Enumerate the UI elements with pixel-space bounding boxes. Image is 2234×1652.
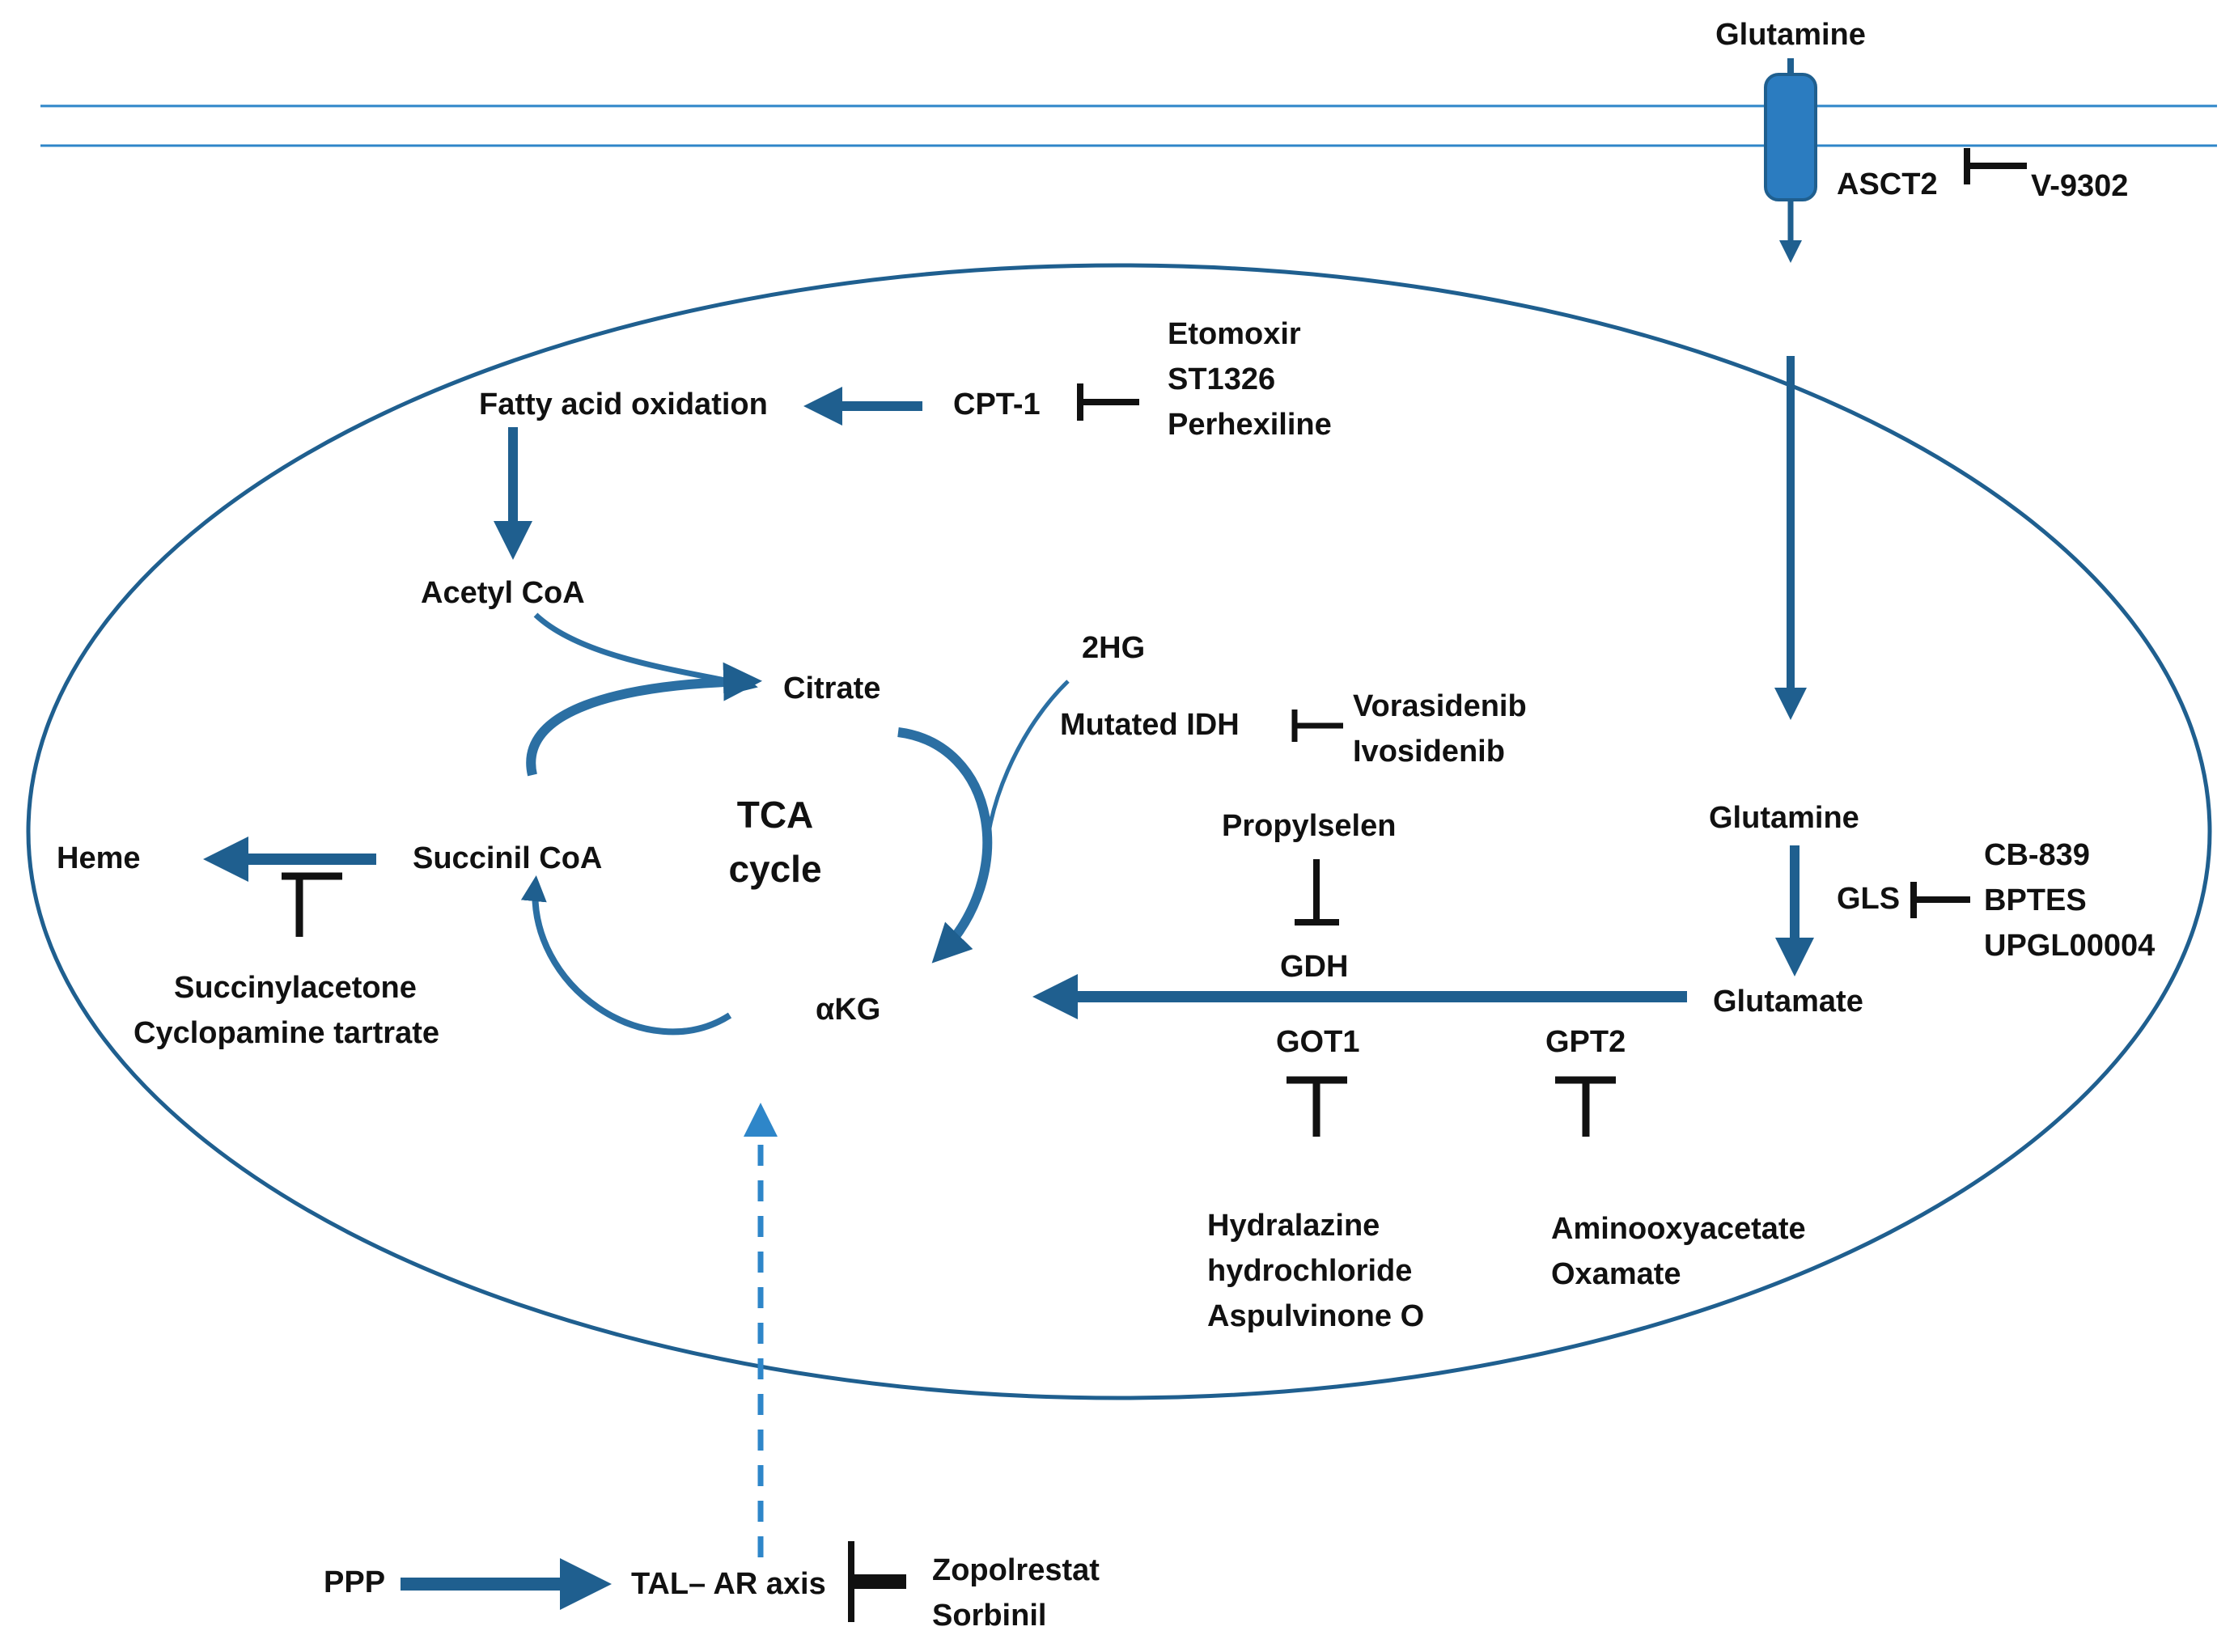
label-aspulvinone-o: Aspulvinone O (1207, 1299, 1424, 1333)
tca-arc-akg-to-succinyl (520, 875, 732, 1036)
akg-to-2hg-arrow (983, 680, 1070, 875)
label-tal-ar-axis: TAL– AR axis (631, 1567, 826, 1601)
label-vorasidenib: Vorasidenib (1353, 689, 1527, 723)
label-heme: Heme (57, 841, 141, 875)
label-glutamate: Glutamate (1713, 985, 1863, 1019)
label-gls: GLS (1837, 882, 1900, 916)
label-asct2: ASCT2 (1837, 167, 1938, 201)
label-propylselen: Propylselen (1222, 809, 1396, 843)
label-got1: GOT1 (1276, 1025, 1359, 1059)
label-gdh: GDH (1280, 950, 1348, 984)
label-glutamine-intracellular: Glutamine (1709, 801, 1859, 835)
label-acetyl-coa: Acetyl CoA (421, 576, 585, 610)
gdh-inhibitor-symbol (1295, 859, 1339, 926)
label-tca: TCA (737, 794, 814, 836)
label-oxamate: Oxamate (1551, 1257, 1681, 1291)
label-ppp: PPP (324, 1565, 385, 1599)
label-cpt1: CPT-1 (953, 388, 1041, 421)
label-upgl00004: UPGL00004 (1984, 929, 2155, 963)
label-hydralazine: Hydralazine (1207, 1209, 1380, 1243)
label-ivosidenib: Ivosidenib (1353, 735, 1505, 769)
label-gpt2: GPT2 (1545, 1025, 1626, 1059)
label-glutamine-extracellular: Glutamine (1715, 18, 1866, 52)
label-mutated-idh: Mutated IDH (1060, 708, 1240, 742)
got1-inhibitor-symbol (1287, 1076, 1347, 1137)
acetylcoa-to-citrate-arrow (533, 612, 758, 694)
label-cb839: CB-839 (1984, 838, 2090, 872)
label-sorbinil: Sorbinil (932, 1599, 1046, 1633)
idh-inhibitor-symbol (1291, 710, 1343, 742)
label-fatty-acid-oxidation: Fatty acid oxidation (479, 388, 768, 421)
label-v9302: V-9302 (2031, 169, 2128, 203)
label-zopolrestat: Zopolrestat (932, 1553, 1100, 1587)
label-bptes: BPTES (1984, 883, 2087, 917)
label-2hg: 2HG (1082, 631, 1145, 665)
label-cycle: cycle (728, 848, 821, 890)
tal-ar-inhibitor-symbol (848, 1541, 906, 1622)
label-etomoxir: Etomoxir (1168, 317, 1301, 351)
label-st1326: ST1326 (1168, 362, 1275, 396)
asct2-transporter (1764, 73, 1817, 201)
gls-inhibitor-symbol (1910, 882, 1970, 918)
label-succinil-coa: Succinil CoA (413, 841, 602, 875)
label-aminooxyacetate: Aminooxyacetate (1551, 1212, 1806, 1246)
label-akg: αKG (816, 993, 880, 1027)
label-cyclopamine-tartrate: Cyclopamine tartrate (134, 1016, 439, 1050)
label-hydrochloride: hydrochloride (1207, 1254, 1412, 1288)
tca-arc-succinyl-to-citrate (526, 662, 762, 777)
cpt1-inhibitor-symbol (1077, 383, 1139, 421)
cell-boundary (26, 263, 2212, 1400)
label-citrate: Citrate (783, 671, 880, 705)
heme-inhibitor-symbol (282, 872, 342, 937)
label-succinylacetone: Succinylacetone (174, 971, 417, 1005)
gpt2-inhibitor-symbol (1555, 1076, 1616, 1137)
tca-arc-citrate-to-akg (897, 727, 993, 964)
label-perhexiline: Perhexiline (1168, 408, 1332, 442)
asct2-inhibitor-symbol (1964, 148, 2027, 184)
